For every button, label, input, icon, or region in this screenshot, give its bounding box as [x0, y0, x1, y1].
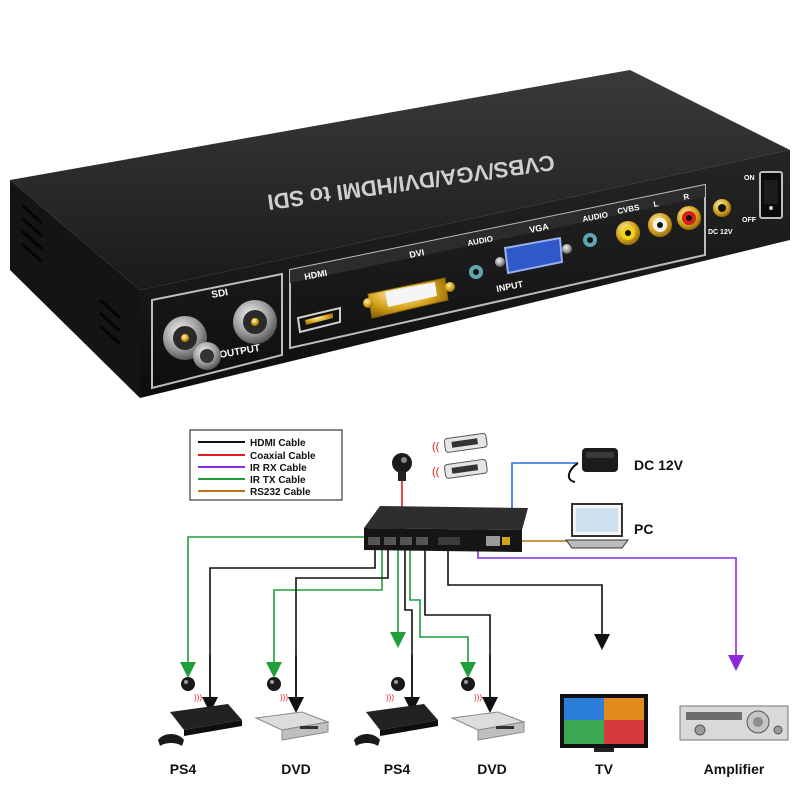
line-hdmi-ps4-2 [404, 550, 413, 705]
line-hdmi-tv [447, 548, 610, 650]
rca-left-jack [648, 213, 672, 237]
pc-laptop-icon [565, 503, 629, 549]
dc-jack: DC 12V [708, 199, 733, 236]
bnc-connector-2 [233, 300, 277, 344]
dvi-port [363, 277, 455, 319]
line-irrx-amplifier [477, 548, 744, 671]
audio-jack-2 [583, 233, 597, 247]
rca-cvbs-jack [616, 221, 640, 245]
device-label-ps4-2: PS4 [384, 761, 411, 777]
svg-text:))): ))) [194, 693, 202, 702]
device-top-face [10, 70, 790, 290]
legend-item-coaxial: Coaxial Cable [198, 451, 316, 462]
line-irtx-1 [180, 536, 370, 678]
sdi-panel: SDI OUTPUT [151, 272, 283, 390]
audio-jack-1 [469, 265, 483, 279]
dvd-player-icon-2 [450, 711, 526, 741]
ir-emitter-icons: ))) ))) ))) ))) [181, 677, 482, 702]
ps4-console-icon-2 [354, 704, 438, 746]
vga-port [495, 236, 572, 275]
r-section-label: R [683, 192, 691, 202]
line-irtx-4 [409, 550, 476, 678]
device-label-tv: TV [595, 761, 614, 777]
power-adapter-icon [567, 448, 618, 483]
line-hdmi-dvd-1 [295, 550, 389, 705]
legend-label-irtx: IR TX Cable [250, 475, 306, 486]
l-section-label: L [653, 199, 660, 209]
svg-text:((: (( [432, 441, 440, 453]
cable-legend: HDMI Cable Coaxial Cable IR RX Cable IR … [189, 429, 343, 501]
dvi-section-label: DVI [408, 247, 425, 260]
vent-slots [20, 203, 122, 346]
pc-label: PC [634, 521, 653, 537]
legend-label-hdmi: HDMI Cable [250, 438, 306, 449]
product-device: CVBS/VGA/DVI/HDMI to SDI SDI OUTPUT [10, 70, 790, 398]
device-label-dvd-1: DVD [281, 761, 311, 777]
ir-emitter-icon-4: ))) [461, 677, 482, 702]
ir-emitter-icon-2: ))) [267, 677, 288, 702]
legend-item-hdmi: HDMI Cable [198, 438, 306, 449]
remote-control-icon: (( (( [432, 432, 488, 479]
switch-on-label: ON [744, 175, 755, 182]
vga-section-label: VGA [528, 221, 550, 235]
power-switch: ON OFF [742, 171, 783, 224]
dvd-player-icon-1 [254, 711, 330, 741]
dc-jack-label: DC 12V [708, 229, 733, 236]
svg-text:((: (( [432, 466, 440, 478]
switch-off-label: OFF [742, 217, 757, 224]
line-hdmi-dvd-2 [424, 550, 491, 705]
device-label-ps4-1: PS4 [170, 761, 197, 777]
sdi-label: SDI [211, 287, 230, 301]
svg-text:))): ))) [280, 693, 288, 702]
hdmi-section-label: HDMI [303, 268, 327, 282]
ir-emitter-icon-1: ))) [181, 677, 202, 702]
legend-label-rs232: RS232 Cable [250, 487, 311, 498]
dc-12v-label: DC 12V [634, 457, 684, 473]
cvbs-section-label: CVBS [617, 203, 641, 216]
legend-label-coaxial: Coaxial Cable [250, 451, 316, 462]
bnc-connector-1 [163, 316, 221, 370]
connection-lines [180, 462, 744, 713]
svg-text:))): ))) [386, 693, 394, 702]
ps4-console-icon-1 [158, 704, 242, 746]
ir-emitter-icon-3: ))) [386, 677, 405, 702]
line-hdmi-ps4-1 [209, 550, 376, 705]
device-label-dvd-2: DVD [477, 761, 507, 777]
hdmi-port [296, 306, 341, 334]
legend-item-irrx: IR RX Cable [198, 463, 307, 474]
tv-icon [560, 694, 648, 752]
ir-receiver-eye [392, 453, 412, 481]
amplifier-icon [679, 705, 789, 741]
legend-item-rs232: RS232 Cable [198, 487, 311, 498]
svg-text:))): ))) [474, 693, 482, 702]
rca-right-jack [677, 206, 701, 230]
line-irtx-2 [266, 548, 383, 678]
device-label-amplifier: Amplifier [704, 761, 765, 777]
switcher-unit [364, 506, 528, 552]
legend-item-irtx: IR TX Cable [198, 475, 306, 486]
legend-label-irrx: IR RX Cable [250, 463, 307, 474]
